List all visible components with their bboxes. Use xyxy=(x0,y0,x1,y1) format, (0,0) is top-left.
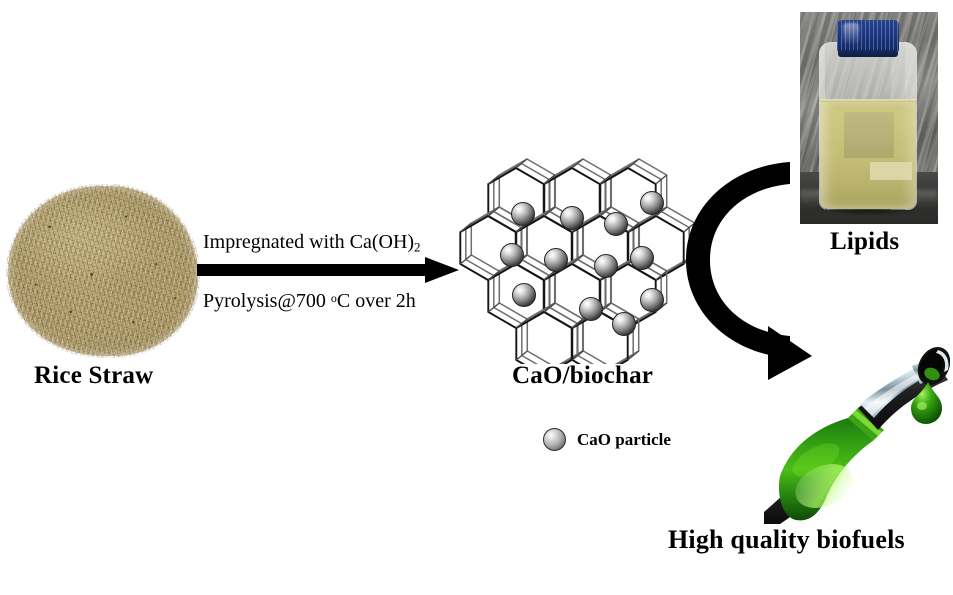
rice-straw-label: Rice Straw xyxy=(34,362,154,389)
cao-particle-icon xyxy=(543,428,566,451)
cao-biochar-lattice xyxy=(444,152,696,364)
process-arrow xyxy=(197,256,459,284)
cao-particles xyxy=(500,191,664,336)
lipids-bottle-photo xyxy=(800,12,938,224)
lipids-label: Lipids xyxy=(830,228,900,255)
conversion-arrow xyxy=(672,140,812,380)
process-step-2-degree: o xyxy=(330,290,337,305)
bottle-label xyxy=(844,112,894,158)
legend-label: CaO particle xyxy=(577,429,671,449)
process-step-2-text: Pyrolysis@700 oC over 2h xyxy=(203,290,416,313)
liquid-meniscus xyxy=(820,99,916,102)
rice-straw-edge xyxy=(5,183,201,359)
biofuels-label: High quality biofuels xyxy=(668,525,905,554)
fuel-nozzle xyxy=(762,336,950,524)
cap-highlight xyxy=(843,23,859,45)
process-step-1-text: Impregnated with Ca(OH)2 xyxy=(203,231,421,256)
legend: CaO particle xyxy=(543,428,671,451)
rice-straw-specks xyxy=(8,186,198,356)
cao-biochar-label: CaO/biochar xyxy=(512,362,654,389)
bottle-tape-label xyxy=(870,162,912,180)
rice-straw-photo xyxy=(5,183,201,359)
process-step-2-suffix: C over 2h xyxy=(336,290,416,312)
process-step-1-subscript: 2 xyxy=(414,239,421,255)
cap-ring xyxy=(838,50,898,57)
process-step-1-main: Impregnated with Ca(OH) xyxy=(203,231,415,253)
process-step-2-prefix: Pyrolysis@700 xyxy=(203,290,331,312)
bottle-cap xyxy=(837,20,899,54)
cap-ribbing xyxy=(837,20,899,54)
